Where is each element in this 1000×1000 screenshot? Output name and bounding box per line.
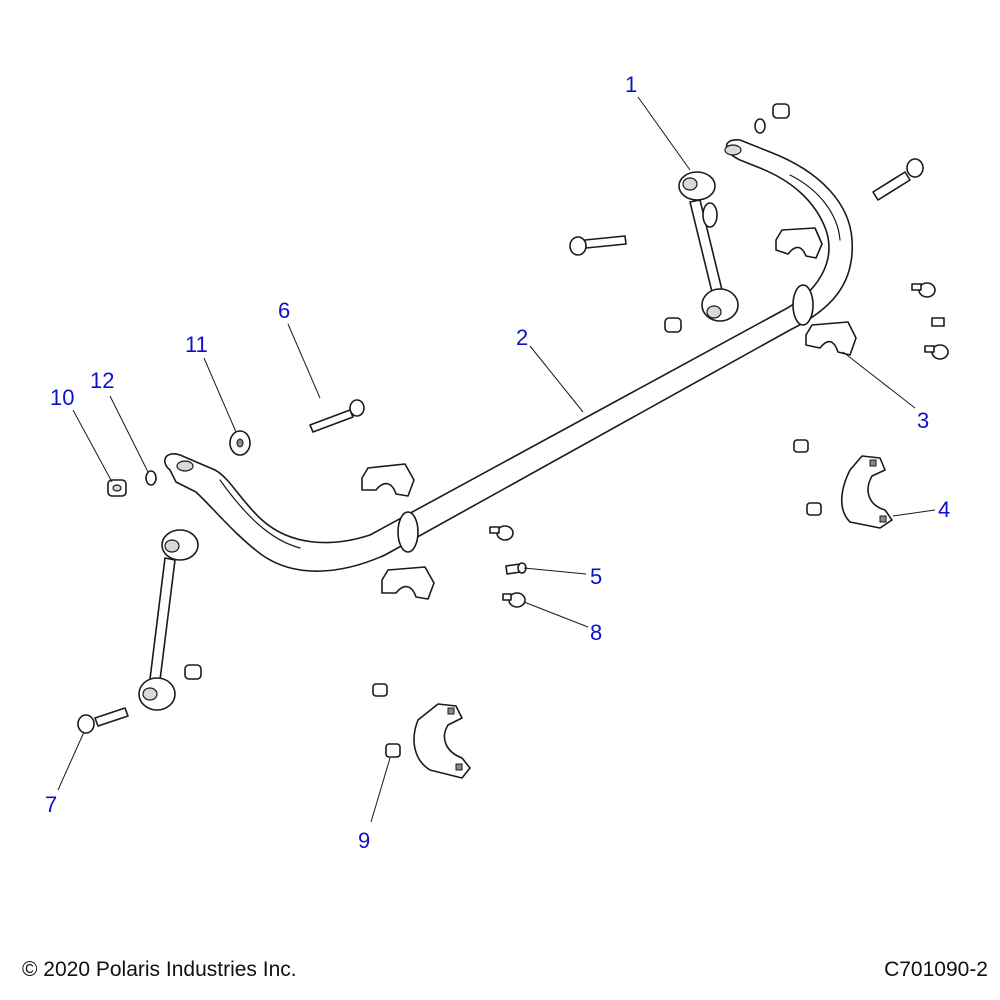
fastener-right-a — [911, 282, 936, 298]
figure-id: C701090-2 — [884, 958, 988, 981]
bolt-upper-right — [872, 158, 924, 201]
clamp-lower — [413, 703, 471, 779]
bushing-upper-right — [775, 227, 823, 259]
callout-7: 7 — [45, 792, 57, 817]
nut-link-right — [664, 317, 682, 333]
link-rod-left — [138, 529, 199, 711]
callout-5: 5 — [590, 564, 602, 589]
nut-10 — [107, 479, 127, 497]
fastener-right-c — [924, 344, 949, 360]
callout-10: 10 — [50, 385, 74, 410]
fastener-5 — [505, 562, 527, 575]
nut-clamp-right-lower — [806, 502, 822, 516]
bolt-upper-link — [569, 235, 627, 256]
callout-8: 8 — [590, 620, 602, 645]
copyright-notice: © 2020 Polaris Industries Inc. — [22, 958, 297, 981]
washer-upper — [702, 202, 718, 228]
nut-link-left — [184, 664, 202, 680]
nut-9-upper — [372, 683, 388, 697]
fastener-right-b — [931, 317, 945, 327]
callout-6: 6 — [278, 298, 290, 323]
link-rod-right — [678, 171, 739, 322]
bolt-7 — [77, 707, 129, 734]
callout-4: 4 — [938, 497, 950, 522]
washer-upper-right — [754, 118, 766, 134]
callout-2: 2 — [516, 325, 528, 350]
washer-11 — [229, 430, 251, 456]
fastener-8 — [502, 592, 526, 608]
washer-12 — [145, 470, 157, 486]
nut-clamp-right-upper — [793, 439, 809, 453]
fastener-mid — [489, 525, 514, 541]
nut-9 — [385, 743, 401, 758]
bushing-left-upper — [361, 463, 415, 497]
bushing-3 — [805, 321, 857, 356]
callout-11: 11 — [185, 332, 208, 357]
callout-labels: 1 2 3 4 5 6 7 8 9 10 11 12 — [45, 72, 950, 853]
bushing-left-lower — [381, 566, 435, 600]
callout-3: 3 — [917, 408, 929, 433]
bolt-6 — [309, 399, 365, 433]
callout-1: 1 — [625, 72, 637, 97]
stabilizer-bar — [164, 139, 853, 572]
callout-9: 9 — [358, 828, 370, 853]
leader-lines — [57, 96, 936, 823]
nut-upper-right — [772, 103, 790, 119]
callout-12: 12 — [90, 368, 114, 393]
clamp-4 — [840, 455, 893, 529]
